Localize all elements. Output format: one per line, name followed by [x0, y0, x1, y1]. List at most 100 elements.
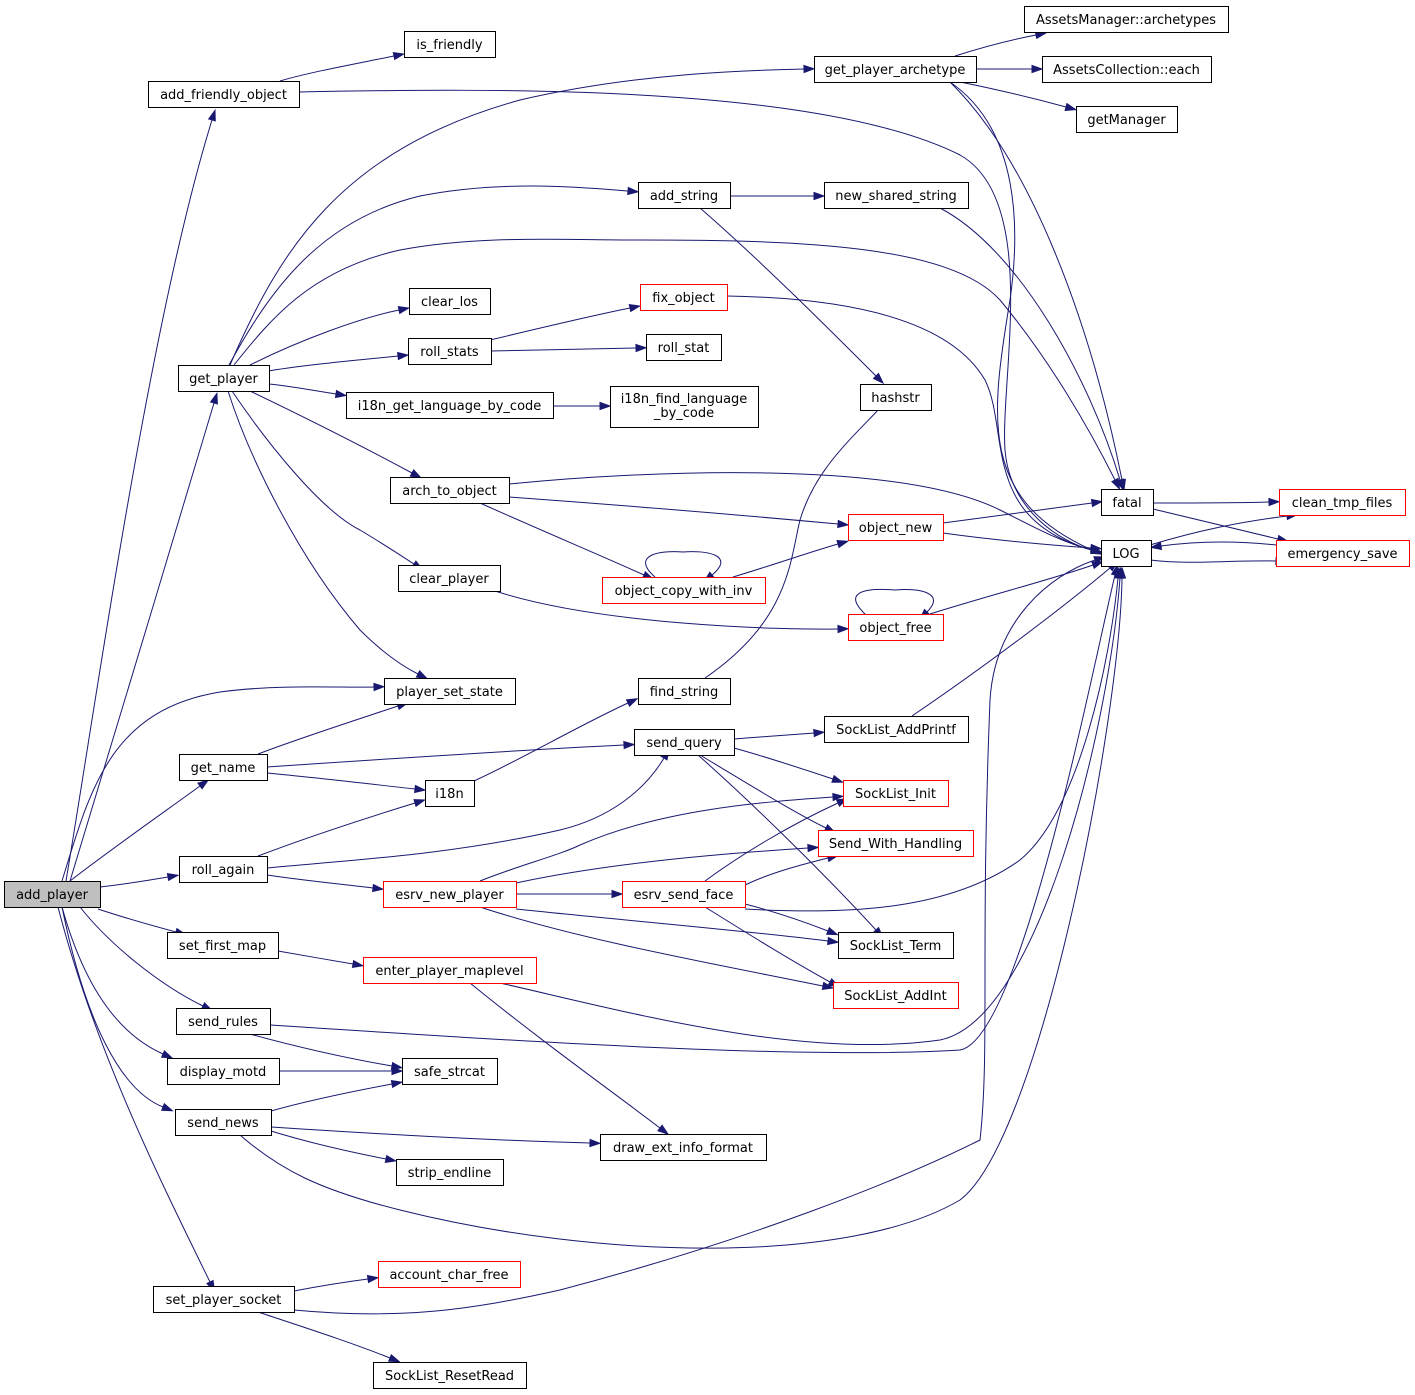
- node-player-set-state[interactable]: player_set_state: [384, 678, 516, 705]
- node-esrv-send-face[interactable]: esrv_send_face: [622, 881, 746, 908]
- node-label: SockList_Term: [850, 939, 942, 954]
- node-label: enter_player_maplevel: [375, 964, 523, 979]
- node-send-news[interactable]: send_news: [175, 1109, 272, 1136]
- node-assets-collection-each[interactable]: AssetsCollection::each: [1042, 56, 1212, 83]
- edge-i18n-to-find-string: [473, 698, 639, 782]
- node-esrv-new-player[interactable]: esrv_new_player: [383, 881, 517, 908]
- node-label: fix_object: [652, 291, 714, 306]
- node-get-player[interactable]: get_player: [178, 365, 270, 392]
- set-first-map-box: [167, 932, 279, 959]
- edge-object-new-to-log: [942, 532, 1103, 553]
- edge-send-news-to-draw-ext-info-format: [270, 1126, 602, 1148]
- edge-object-free-to-log: [929, 561, 1104, 615]
- node-is-friendly[interactable]: is_friendly: [404, 31, 496, 58]
- edge-add-player-to-send-news: [61, 906, 174, 1112]
- clear-los-box: [409, 288, 491, 315]
- node-roll-stat[interactable]: roll_stat: [646, 334, 722, 361]
- socklist-term-box: [838, 932, 954, 959]
- node-display-motd[interactable]: display_motd: [167, 1058, 280, 1085]
- node-hashstr[interactable]: hashstr: [860, 384, 932, 411]
- node-label: draw_ext_info_format: [613, 1141, 753, 1156]
- edge-get-player-to-fatal: [233, 238, 1121, 491]
- node-label: safe_strcat: [414, 1065, 485, 1080]
- node-label: send_rules: [188, 1015, 258, 1030]
- node-i18n-find-language-by-code[interactable]: i18n_find_language_by_code: [610, 386, 759, 428]
- node-clear-los[interactable]: clear_los: [409, 288, 491, 315]
- node-add-string[interactable]: add_string: [638, 182, 731, 209]
- node-label: esrv_new_player: [395, 888, 504, 903]
- edge-get-player-archetype-to-get-manager: [959, 81, 1078, 111]
- edge-log-to-clean-tmp-files: [1149, 511, 1299, 546]
- node-set-first-map[interactable]: set_first_map: [167, 932, 279, 959]
- is-friendly-box: [404, 31, 496, 58]
- node-account-char-free[interactable]: account_char_free: [378, 1261, 521, 1288]
- node-label: send_news: [187, 1116, 259, 1131]
- node-get-manager[interactable]: getManager: [1076, 106, 1178, 133]
- node-find-string[interactable]: find_string: [638, 678, 731, 705]
- node-enter-player-maplevel[interactable]: enter_player_maplevel: [363, 957, 537, 984]
- node-strip-endline[interactable]: strip_endline: [396, 1159, 504, 1186]
- node-add-player[interactable]: add_player: [4, 881, 101, 908]
- edge-enter-player-maplevel-to-log: [499, 566, 1125, 1046]
- edge-set-player-socket-to-account-char-free: [293, 1274, 380, 1292]
- node-new-shared-string[interactable]: new_shared_string: [824, 182, 969, 209]
- node-label: SockList_AddInt: [844, 989, 946, 1004]
- node-object-copy-with-inv[interactable]: object_copy_with_inv: [602, 577, 766, 604]
- node-socklist-term[interactable]: SockList_Term: [838, 932, 954, 959]
- node-roll-stats[interactable]: roll_stats: [408, 338, 492, 365]
- node-label: clear_player: [409, 572, 489, 587]
- node-i18n[interactable]: i18n: [425, 780, 475, 807]
- node-socklist-addint[interactable]: SockList_AddInt: [833, 982, 959, 1009]
- edge-enter-player-maplevel-to-draw-ext-info-format: [469, 982, 670, 1136]
- node-object-free[interactable]: object_free: [848, 614, 944, 641]
- node-label: account_char_free: [389, 1268, 508, 1283]
- add-player-box: [4, 881, 101, 908]
- edge-add-player-to-add-friendly-object: [65, 108, 216, 882]
- edge-send-query-to-socklist-init: [733, 747, 844, 783]
- node-label: roll_stat: [658, 341, 710, 356]
- node-send-query[interactable]: send_query: [634, 729, 735, 756]
- edge-log-to-clean-tmp-files: [1149, 556, 1288, 566]
- node-clean-tmp-files[interactable]: clean_tmp_files: [1279, 489, 1406, 516]
- node-socklist-resetread[interactable]: SockList_ResetRead: [373, 1362, 527, 1389]
- node-emergency-save[interactable]: emergency_save: [1276, 540, 1410, 567]
- node-assets-manager-archetypes[interactable]: AssetsManager::archetypes: [1024, 6, 1229, 33]
- edge-get-player-to-get-player-archetype: [229, 64, 816, 366]
- node-label: get_player_archetype: [825, 63, 966, 78]
- send-with-handling-box: [818, 830, 974, 857]
- node-log[interactable]: LOG: [1101, 540, 1152, 567]
- node-socklist-addprintf[interactable]: SockList_AddPrintf: [824, 716, 969, 743]
- node-label: new_shared_string: [835, 189, 956, 204]
- edge-clear-player-to-object-free: [494, 590, 850, 634]
- node-i18n-get-language-by-code[interactable]: i18n_get_language_by_code: [346, 392, 554, 419]
- edge-esrv-send-face-to-send-with-handling: [744, 854, 840, 886]
- node-send-with-handling[interactable]: Send_With_Handling: [818, 830, 974, 857]
- node-label: is_friendly: [416, 38, 483, 53]
- node-get-name[interactable]: get_name: [179, 754, 268, 781]
- node-get-player-archetype[interactable]: get_player_archetype: [814, 56, 977, 83]
- i18n-box: [425, 780, 475, 807]
- node-fix-object[interactable]: fix_object: [640, 284, 728, 311]
- node-object-new[interactable]: object_new: [848, 514, 944, 541]
- node-arch-to-object[interactable]: arch_to_object: [390, 477, 510, 504]
- edge-esrv-new-player-to-socklist-term: [515, 908, 840, 946]
- account-char-free-box: [378, 1261, 521, 1288]
- node-label: clean_tmp_files: [1292, 496, 1393, 511]
- node-set-player-socket[interactable]: set_player_socket: [153, 1286, 295, 1313]
- node-draw-ext-info-format[interactable]: draw_ext_info_format: [600, 1134, 767, 1161]
- node-socklist-init[interactable]: SockList_Init: [843, 780, 949, 807]
- node-add-friendly-object[interactable]: add_friendly_object: [148, 81, 300, 108]
- node-label: roll_again: [192, 863, 255, 878]
- node-label: SockList_Init: [855, 787, 936, 802]
- node-fatal[interactable]: fatal: [1101, 489, 1154, 516]
- add-friendly-object-box: [148, 81, 300, 108]
- get-manager-box: [1076, 106, 1178, 133]
- node-label: object_copy_with_inv: [615, 584, 753, 599]
- strip-endline-box: [396, 1159, 504, 1186]
- node-send-rules[interactable]: send_rules: [176, 1008, 271, 1035]
- node-label: object_new: [859, 521, 933, 536]
- node-clear-player[interactable]: clear_player: [398, 565, 501, 592]
- node-roll-again[interactable]: roll_again: [179, 856, 268, 883]
- node-safe-strcat[interactable]: safe_strcat: [402, 1058, 498, 1085]
